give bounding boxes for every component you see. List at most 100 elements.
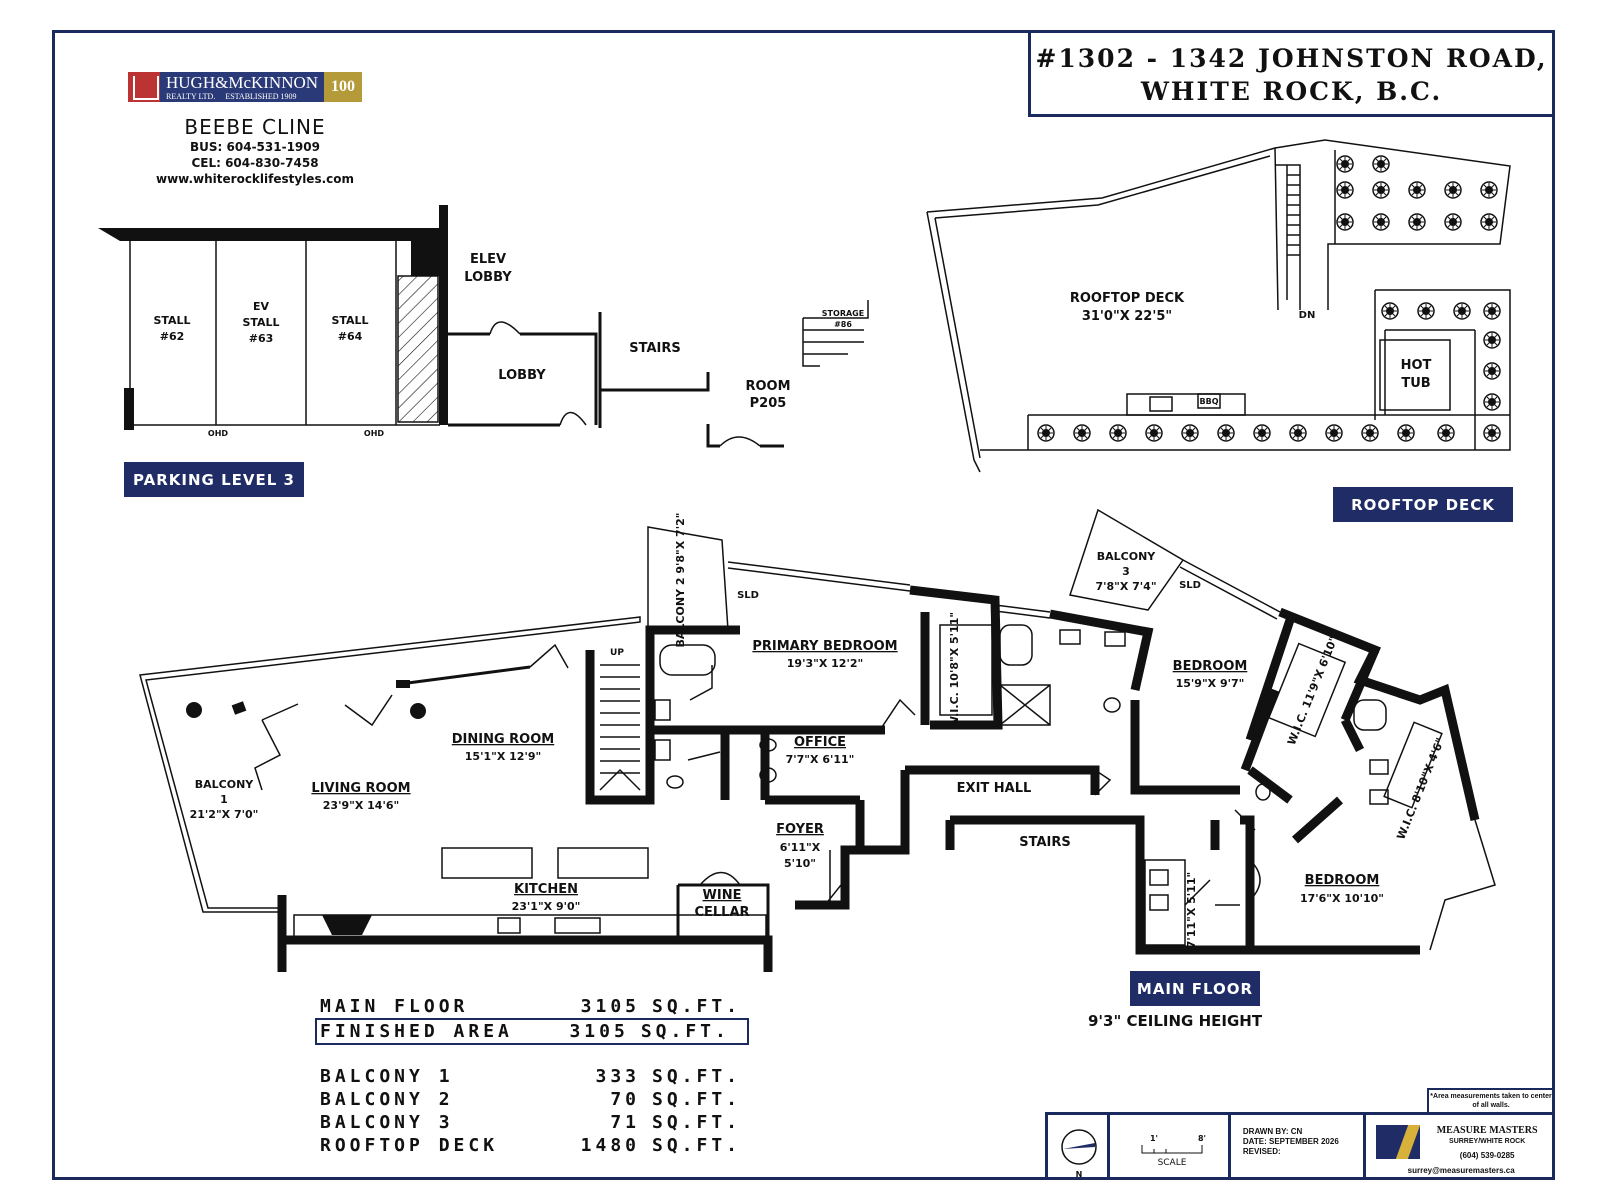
kitchen-island-2 xyxy=(557,847,649,879)
hot-tub xyxy=(1379,339,1451,411)
elev-lobby-label: ELEV xyxy=(470,252,506,267)
measure-masters-name: MEASURE MASTERS xyxy=(1436,1125,1538,1136)
north-arrow-cell: N xyxy=(1048,1115,1110,1180)
kitchen-label: KITCHEN xyxy=(514,882,578,897)
drawn-by: DRAWN BY: CN xyxy=(1242,1127,1303,1136)
title-block: N 1' 8' SCALE DRAWN BY: CN DATE: SEPTEMB… xyxy=(1045,1112,1555,1180)
hatched-wall xyxy=(397,275,439,423)
ceiling-height: 9'3" CEILING HEIGHT xyxy=(1088,1012,1263,1030)
elevator-shaft xyxy=(411,236,442,276)
parking-level-label: PARKING LEVEL 3 xyxy=(124,462,304,497)
address-line-1: #1302 - 1342 JOHNSTON ROAD, xyxy=(1035,44,1548,73)
elev-lobby-label-2: LOBBY xyxy=(464,270,512,285)
drawing-info: DRAWN BY: CN DATE: SEPTEMBER 2026 REVISE… xyxy=(1231,1115,1367,1180)
address-line-2: WHITE ROCK, B.C. xyxy=(1140,77,1443,106)
laundry-size-label: 7'11"X 5'11" xyxy=(1185,872,1198,948)
lobby-label: LOBBY xyxy=(498,368,546,383)
sld-label-2: SLD xyxy=(1179,580,1201,591)
balcony-1-number: 1 xyxy=(220,793,228,806)
stair-up-label: UP xyxy=(610,648,624,658)
room-p205-number: P205 xyxy=(750,396,787,411)
rooftop-deck-size: 31'0"X 22'5" xyxy=(1082,309,1172,324)
balcony-3-size: 7'8"X 7'4" xyxy=(1095,580,1156,593)
stall-63-label: STALL xyxy=(242,316,279,329)
north-arrow-icon: N xyxy=(1061,1129,1097,1179)
balcony-1-outline xyxy=(139,616,641,913)
balcony-2-outline xyxy=(647,526,729,631)
stall-63-number: #63 xyxy=(249,332,274,345)
wic-2-label: W.I.C. 11'9"X 6'10" xyxy=(1285,634,1341,747)
bedroom-3-size: 17'6"X 10'10" xyxy=(1300,892,1384,905)
dining-room-label: DINING ROOM xyxy=(452,732,554,747)
agent-cell-phone: CEL: 604-830-7458 xyxy=(191,156,319,170)
wine-cellar-label-2: CELLAR xyxy=(694,905,749,920)
foyer-size-2: 5'10" xyxy=(784,857,816,870)
parking-plan: STALL #62 EV STALL #63 STALL #64 OHD OHD… xyxy=(98,205,869,448)
bbq-label: BBQ xyxy=(1200,397,1219,406)
bath-3-tub xyxy=(1353,699,1387,731)
measure-masters-email[interactable]: surrey@measuremasters.ca xyxy=(1407,1166,1515,1175)
ohd-label-2: OHD xyxy=(364,429,384,438)
measure-masters-location: SURREY/WHITE ROCK xyxy=(1449,1138,1526,1145)
kitchen-island-1 xyxy=(441,847,533,879)
balcony-1-label: BALCONY xyxy=(195,778,255,791)
main-stair-treads xyxy=(600,664,640,774)
storage-room xyxy=(802,300,869,367)
ohd-label-1: OHD xyxy=(208,429,228,438)
scale-start-label: 1' xyxy=(1150,1134,1158,1143)
drawing-date: DATE: SEPTEMBER 2026 xyxy=(1242,1137,1339,1146)
dining-room-size: 15'1"X 12'9" xyxy=(465,750,541,763)
bath-2-tub xyxy=(999,624,1033,666)
primary-bedroom-size: 19'3"X 12'2" xyxy=(787,657,863,670)
parking-stairs-label: STAIRS xyxy=(629,341,681,356)
page-frame xyxy=(52,30,1555,1180)
stall-62-label: STALL xyxy=(153,314,190,327)
main-floor-label: MAIN FLOOR xyxy=(1130,971,1260,1006)
balcony-3-label: BALCONY xyxy=(1097,550,1157,563)
agent-bus-phone: BUS: 604-531-1909 xyxy=(190,140,320,154)
hot-tub-label-2: TUB xyxy=(1401,376,1430,391)
foyer-size-1: 6'11"X xyxy=(780,841,821,854)
bedroom-3-label: BEDROOM xyxy=(1305,873,1380,888)
primary-tub xyxy=(659,644,716,676)
scale-label: SCALE xyxy=(1157,1158,1186,1168)
room-p205-label: ROOM xyxy=(745,379,790,394)
area-measurement-note: *Area measurements taken to center of al… xyxy=(1427,1088,1555,1112)
stall-63-ev: EV xyxy=(253,300,270,313)
agent-card: BEEBE CLINE BUS: 604-531-1909 CEL: 604-8… xyxy=(145,115,365,187)
rooftop-deck-name: ROOFTOP DECK xyxy=(1070,291,1185,306)
bedroom-2-size: 15'9"X 9'7" xyxy=(1176,677,1245,690)
scale-end-label: 8' xyxy=(1198,1134,1206,1143)
sld-label-1: SLD xyxy=(737,590,759,601)
parking-north-wall xyxy=(98,228,445,241)
measure-masters-cell: MEASURE MASTERS SURREY/WHITE ROCK (604) … xyxy=(1366,1115,1555,1180)
living-room-label: LIVING ROOM xyxy=(311,781,410,796)
north-label: N xyxy=(1076,1170,1083,1179)
laundry-shelving xyxy=(1144,859,1186,946)
stall-64-number: #64 xyxy=(338,330,363,343)
wic-2-shelving xyxy=(1267,642,1347,738)
property-address: #1302 - 1342 JOHNSTON ROAD, WHITE ROCK, … xyxy=(1028,30,1555,117)
wic-3-shelving xyxy=(1383,721,1443,809)
living-room-size: 23'9"X 14'6" xyxy=(323,799,399,812)
hot-tub-label: HOT xyxy=(1401,358,1432,373)
bedroom-2-label: BEDROOM xyxy=(1173,659,1248,674)
kitchen-size: 23'1"X 9'0" xyxy=(512,900,581,913)
wine-cellar-label: WINE xyxy=(703,888,742,903)
agent-website[interactable]: www.whiterocklifestyles.com xyxy=(155,172,355,186)
exit-hall-label: EXIT HALL xyxy=(957,781,1032,796)
rooftop-deck-label: ROOFTOP DECK xyxy=(1333,487,1513,522)
primary-bedroom-label: PRIMARY BEDROOM xyxy=(752,639,897,654)
storage-number: #86 xyxy=(834,320,852,329)
stall-64-label: STALL xyxy=(331,314,368,327)
anniversary-badge: 100 xyxy=(324,72,363,102)
parking-column xyxy=(124,388,134,430)
